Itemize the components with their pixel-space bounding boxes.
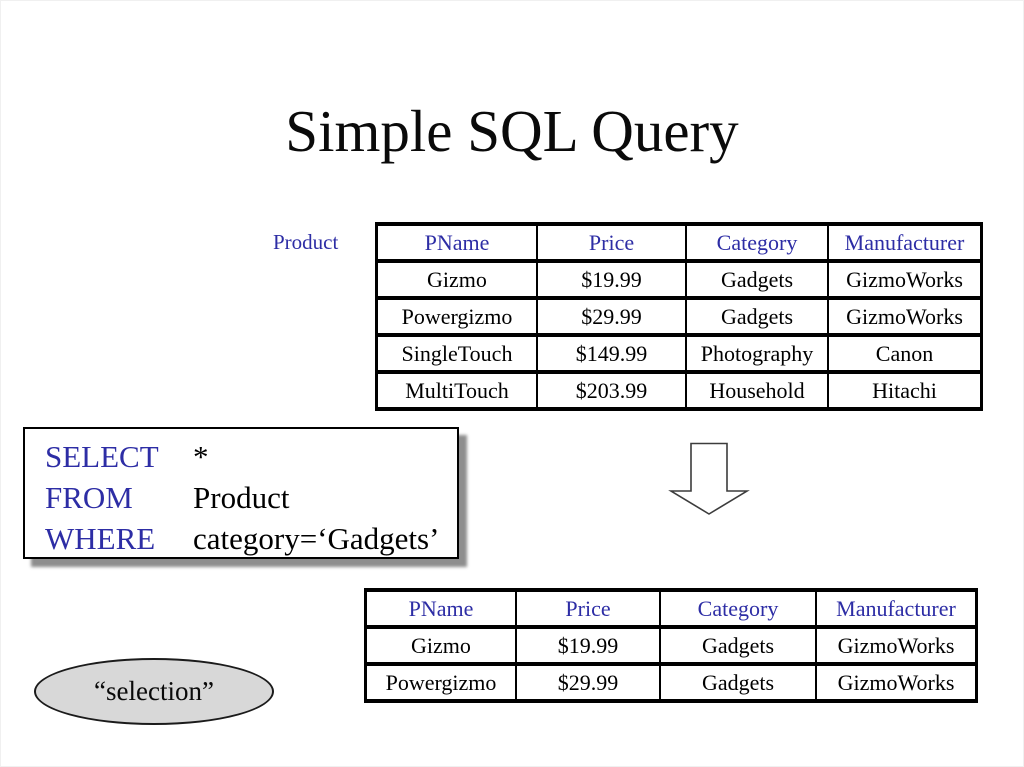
- selection-annotation-ellipse: “selection”: [34, 658, 274, 725]
- sql-line: WHERE category=‘Gadgets’: [45, 518, 457, 559]
- product-table-label: Product: [273, 230, 339, 254]
- cell-manufacturer: Hitachi: [828, 372, 981, 409]
- cell-manufacturer: GizmoWorks: [816, 627, 976, 664]
- cell-price: $203.99: [537, 372, 686, 409]
- cell-category: Gadgets: [686, 261, 828, 298]
- table-header-row: PName Price Category Manufacturer: [366, 590, 976, 627]
- cell-category: Household: [686, 372, 828, 409]
- cell-category: Gadgets: [660, 664, 816, 701]
- page-title: Simple SQL Query: [285, 98, 739, 164]
- table-row: Gizmo $19.99 Gadgets GizmoWorks: [366, 627, 976, 664]
- down-arrow-icon: [668, 442, 750, 515]
- column-header: Price: [537, 224, 686, 261]
- sql-operand: *: [193, 439, 209, 474]
- table-row: MultiTouch $203.99 Household Hitachi: [377, 372, 981, 409]
- column-header: PName: [366, 590, 516, 627]
- cell-manufacturer: GizmoWorks: [828, 298, 981, 335]
- cell-pname: Powergizmo: [377, 298, 537, 335]
- cell-manufacturer: Canon: [828, 335, 981, 372]
- result-table: PName Price Category Manufacturer Gizmo …: [364, 588, 978, 703]
- table-row: Powergizmo $29.99 Gadgets GizmoWorks: [366, 664, 976, 701]
- column-header: Manufacturer: [816, 590, 976, 627]
- cell-category: Gadgets: [660, 627, 816, 664]
- table-row: Gizmo $19.99 Gadgets GizmoWorks: [377, 261, 981, 298]
- sql-operand: Product: [193, 480, 290, 515]
- sql-keyword: WHERE: [45, 521, 156, 556]
- product-table: PName Price Category Manufacturer Gizmo …: [375, 222, 983, 411]
- cell-manufacturer: GizmoWorks: [816, 664, 976, 701]
- cell-manufacturer: GizmoWorks: [828, 261, 981, 298]
- column-header: Category: [660, 590, 816, 627]
- cell-price: $29.99: [537, 298, 686, 335]
- sql-keyword: FROM: [45, 480, 133, 515]
- selection-annotation-label: “selection”: [94, 676, 214, 706]
- sql-query-box: SELECT * FROM Product WHERE category=‘Ga…: [23, 427, 459, 559]
- table-row: SingleTouch $149.99 Photography Canon: [377, 335, 981, 372]
- cell-price: $19.99: [537, 261, 686, 298]
- cell-pname: MultiTouch: [377, 372, 537, 409]
- column-header: Manufacturer: [828, 224, 981, 261]
- column-header: Price: [516, 590, 660, 627]
- table-header-row: PName Price Category Manufacturer: [377, 224, 981, 261]
- table-row: Powergizmo $29.99 Gadgets GizmoWorks: [377, 298, 981, 335]
- cell-price: $29.99: [516, 664, 660, 701]
- cell-pname: Gizmo: [366, 627, 516, 664]
- column-header: Category: [686, 224, 828, 261]
- cell-price: $149.99: [537, 335, 686, 372]
- cell-pname: Gizmo: [377, 261, 537, 298]
- cell-category: Gadgets: [686, 298, 828, 335]
- cell-pname: SingleTouch: [377, 335, 537, 372]
- sql-operand: category=‘Gadgets’: [193, 521, 440, 556]
- sql-line: FROM Product: [45, 477, 457, 518]
- column-header: PName: [377, 224, 537, 261]
- cell-category: Photography: [686, 335, 828, 372]
- cell-price: $19.99: [516, 627, 660, 664]
- sql-keyword: SELECT: [45, 439, 159, 474]
- sql-line: SELECT *: [45, 436, 457, 477]
- cell-pname: Powergizmo: [366, 664, 516, 701]
